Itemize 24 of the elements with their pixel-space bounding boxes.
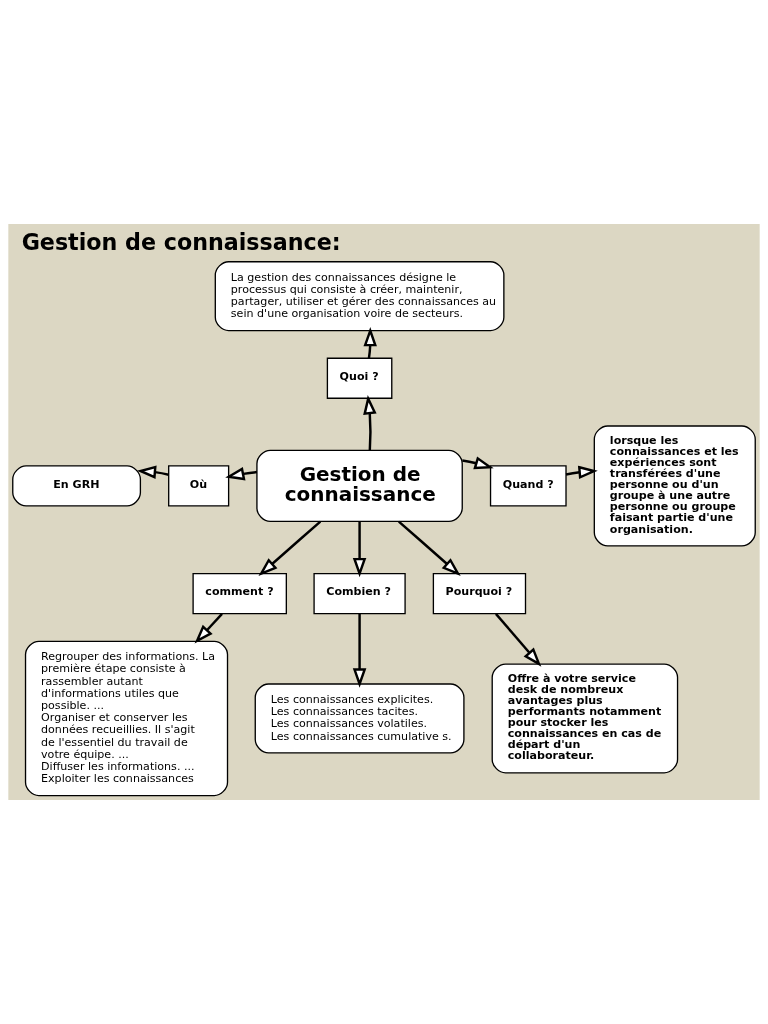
node-box: Regrouper des informations. La première étape consiste à rassembler autant d'informations utiles que possible. ... Organiser et conserver les données recueillies. Il s'agit de l'essentiel du travail de votre équipe. ... Diffuser les informations. ... Exploiter les connaissances [24,640,229,797]
arrow [225,467,258,481]
arrow [565,465,598,480]
node-box: Combien ? [313,572,406,615]
arrow [495,613,542,667]
arrow [352,521,367,578]
arrow [363,395,377,451]
arrow [194,613,223,644]
arrow [136,465,169,479]
node-box: Les connaissances explicites. Les connaissances tacites. Les connaissances volatiles. Les connaissances cumulative s. [254,683,465,754]
node-box: Gestion de connaissance [256,449,463,523]
node-box: Quand ? [489,465,567,507]
node-box: En GRH [12,465,142,507]
arrow [352,613,367,688]
node-box: La gestion des connaissances désigne le processus qui consiste à créer, maintenir, partager, utiliser et gérer des connaissances au sein d'une organisation voire de secteurs. [214,261,505,332]
arrow [398,520,461,576]
node-box: Quoi ? [326,357,393,399]
node-box: lorsque les connaissances et les expériences sont transférées d'une personne ou d'un groupe à une autre personne ou groupe faisant partie d'une organisation. [593,425,756,547]
arrow [258,520,322,576]
diagram-title: Gestion de connaissance: [21,228,341,255]
node-box: Pourquoi ? [432,572,527,615]
node-box: Où [168,465,230,507]
node-box: Offre à votre service desk de nombreux avantages plus performants notamment pour stocker les connaissances en cas de départ d'un collaborateur. [491,663,679,774]
node-box: comment ? [192,572,287,615]
